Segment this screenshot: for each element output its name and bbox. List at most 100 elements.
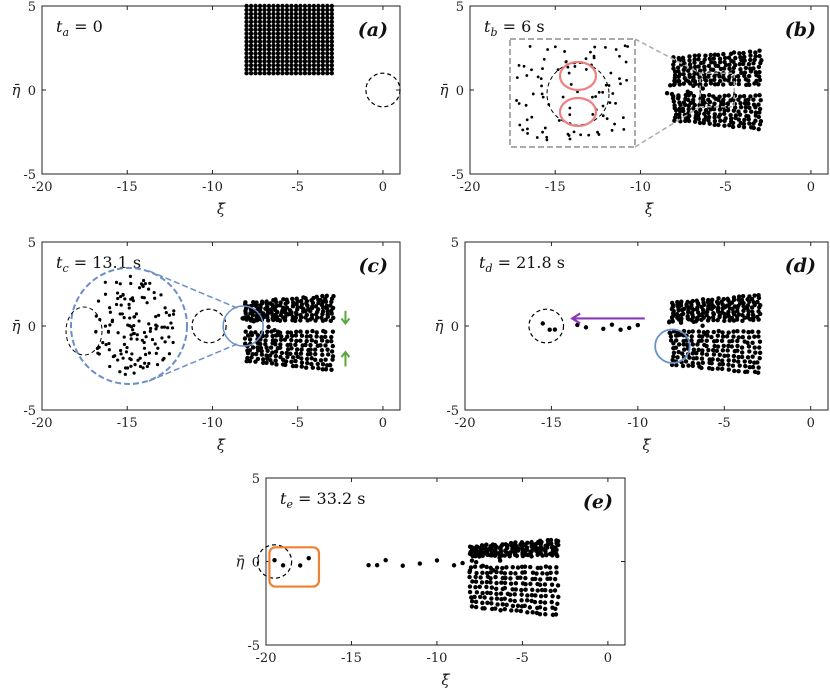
particle bbox=[730, 124, 736, 130]
particle bbox=[118, 370, 122, 374]
time-label: td = 21.8 s bbox=[479, 253, 565, 275]
particle bbox=[271, 15, 276, 21]
particle bbox=[325, 35, 330, 40]
particle bbox=[710, 366, 715, 372]
particle bbox=[284, 7, 290, 13]
particle bbox=[555, 601, 560, 606]
particle bbox=[477, 594, 483, 600]
trail-particle bbox=[400, 563, 405, 568]
particle bbox=[687, 58, 692, 63]
particle bbox=[268, 345, 274, 350]
particle bbox=[689, 334, 694, 339]
particle bbox=[284, 3, 290, 9]
particle bbox=[310, 304, 315, 309]
particle bbox=[264, 299, 269, 304]
particle bbox=[750, 309, 755, 314]
vortex-loop-lower bbox=[558, 96, 598, 128]
particle bbox=[545, 138, 549, 142]
particle bbox=[316, 55, 321, 60]
particle bbox=[146, 287, 151, 291]
particle bbox=[474, 570, 479, 576]
particle bbox=[607, 84, 611, 87]
particle bbox=[741, 50, 746, 56]
particle bbox=[293, 7, 299, 13]
particle bbox=[257, 59, 263, 64]
particle bbox=[499, 596, 504, 602]
particle bbox=[153, 342, 157, 346]
particle bbox=[587, 133, 591, 137]
particle bbox=[716, 114, 722, 119]
particle bbox=[302, 51, 308, 56]
particle bbox=[504, 602, 509, 608]
particle bbox=[751, 66, 756, 71]
particle bbox=[694, 298, 699, 303]
particle bbox=[671, 66, 676, 71]
particle bbox=[307, 63, 312, 68]
particle bbox=[542, 582, 548, 587]
particle bbox=[320, 63, 326, 68]
particle bbox=[676, 69, 681, 74]
particle bbox=[316, 31, 321, 36]
x-tick-label: -15 bbox=[117, 180, 138, 195]
particle bbox=[756, 102, 761, 107]
particle bbox=[519, 540, 525, 545]
particle bbox=[316, 67, 321, 72]
particle bbox=[756, 309, 761, 314]
particle bbox=[116, 358, 120, 362]
particle bbox=[275, 71, 281, 76]
particle bbox=[298, 47, 303, 52]
particle bbox=[140, 283, 145, 287]
particle bbox=[733, 55, 738, 61]
particle bbox=[543, 588, 548, 593]
particle bbox=[539, 77, 543, 81]
particle bbox=[746, 117, 751, 122]
particle bbox=[716, 97, 721, 103]
particle bbox=[685, 313, 690, 319]
particle bbox=[318, 343, 323, 348]
particle bbox=[500, 565, 505, 571]
particle bbox=[706, 347, 711, 353]
particle bbox=[293, 47, 299, 52]
particle bbox=[262, 71, 267, 76]
trail-particle bbox=[374, 562, 380, 568]
particle bbox=[480, 563, 486, 568]
particle bbox=[271, 31, 276, 36]
particle bbox=[271, 35, 276, 40]
particle bbox=[611, 92, 615, 95]
particle bbox=[244, 63, 249, 68]
particle bbox=[696, 116, 701, 122]
particle bbox=[550, 593, 555, 599]
particle bbox=[704, 343, 709, 349]
particle bbox=[289, 43, 294, 48]
particle bbox=[522, 603, 527, 608]
particle bbox=[325, 23, 330, 28]
particle bbox=[307, 11, 312, 17]
particle bbox=[473, 599, 479, 605]
particle bbox=[610, 128, 614, 132]
trail-particle bbox=[609, 322, 615, 327]
particle bbox=[284, 63, 290, 68]
particle bbox=[746, 344, 752, 349]
particle bbox=[263, 338, 268, 343]
particle bbox=[289, 67, 294, 72]
particle bbox=[679, 316, 684, 321]
time-label: te = 33.2 s bbox=[280, 489, 365, 511]
particle bbox=[499, 580, 504, 585]
particle bbox=[253, 35, 258, 40]
particle bbox=[725, 353, 731, 358]
particle bbox=[329, 3, 335, 9]
particle bbox=[726, 367, 731, 372]
particle bbox=[711, 352, 717, 357]
particle bbox=[477, 549, 483, 554]
particle bbox=[289, 55, 294, 60]
particle bbox=[500, 542, 505, 547]
particle bbox=[492, 542, 498, 548]
particle bbox=[614, 48, 618, 51]
particle bbox=[625, 78, 629, 82]
particle bbox=[728, 113, 733, 118]
particle bbox=[320, 362, 326, 367]
particle bbox=[320, 3, 326, 9]
particle bbox=[261, 357, 266, 362]
particle bbox=[482, 595, 487, 600]
